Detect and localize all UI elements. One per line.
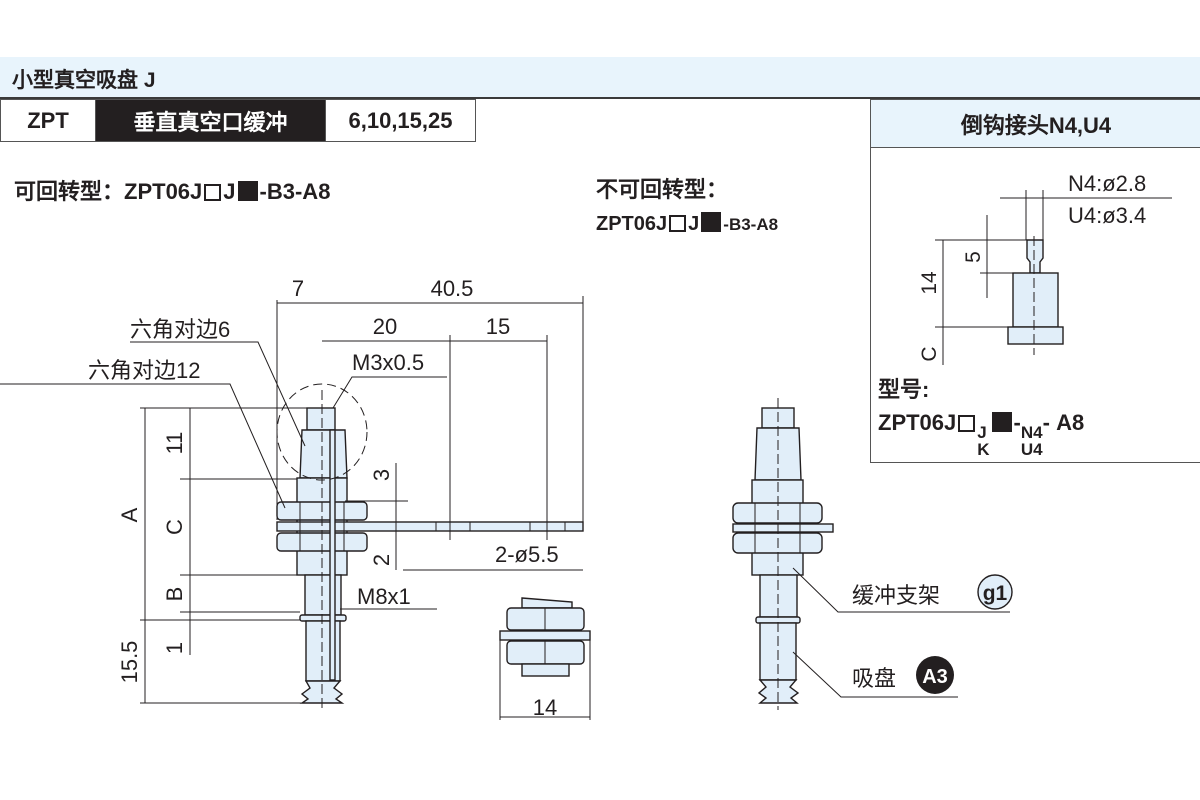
fixed-model: ZPT06J J -B3-A8 [596,212,778,236]
dim-3: 3 [369,469,394,481]
hex6-label: 六角对边6 [130,317,230,342]
dim-15-5: 15.5 [117,641,142,684]
model-suffix: A8 [1056,410,1085,435]
g1-badge: g1 [983,582,1008,605]
placeholder-filled-icon [237,181,258,201]
placeholder-filled-icon [991,412,1012,432]
model-mid: J [223,179,236,204]
model-prefix: ZPT06J [878,410,957,435]
model-suffix: -B3-A8 [259,179,331,204]
section-title-bar: 小型真空吸盘 J [0,57,1200,99]
dim-B: B [162,587,187,602]
model-mid: J [688,213,700,235]
barb-fitting-drawing: N4:ø2.8 U4:ø3.4 5 14 C [918,171,1172,365]
panel-title: 倒钩接头N4,U4 [871,100,1200,148]
placeholder-box-icon [204,184,222,201]
g1-badge-icon [977,574,1013,610]
dim-20: 20 [373,314,397,339]
dim-7: 7 [292,276,304,301]
dim-40-5: 40.5 [431,276,474,301]
nut-top-view: 14 [499,597,591,720]
panel-dim-C: C [918,346,941,361]
n4-diameter: N4:ø2.8 [1068,171,1146,196]
main-side-view: 7 40.5 20 15 六角对边6 六角对边12 M3x0.5 M8x1 3 … [0,276,584,710]
placeholder-filled-icon [701,212,722,232]
dim-15: 15 [486,314,510,339]
a3-badge: A3 [922,666,948,688]
a3-badge-icon [916,656,954,694]
panel-dim-5: 5 [962,251,985,263]
placeholder-box-icon [669,215,687,232]
u4-diameter: U4:ø3.4 [1068,203,1146,228]
m8-label: M8x1 [357,584,411,609]
dim-A: A [117,507,142,522]
hex12-label: 六角对边12 [88,358,200,383]
holes-label: 2-ø5.5 [495,542,559,567]
sizes-tag: 6,10,15,25 [325,99,476,142]
section-title: 小型真空吸盘 J [12,69,156,92]
front-view: 缓冲支架 g1 吸盘 A3 [732,398,1013,710]
option-n4: N4 [1020,423,1043,442]
dim-11: 11 [162,432,187,455]
dim-1: 1 [162,642,187,654]
type-tag: 垂直真空口缓冲 [95,99,326,142]
rotatable-label: 可回转型： [14,179,125,204]
option-k: K [977,440,990,459]
buffer-bracket-label: 缓冲支架 [852,583,940,608]
fixed-label: 不可回转型： [596,177,729,202]
panel-dim-14: 14 [918,271,941,295]
model-prefix: ZPT06J [596,213,668,235]
model-suffix: -B3-A8 [723,215,779,234]
model-prefix: ZPT06J [124,179,203,204]
dim-C: C [162,519,187,535]
option-j: J [977,423,987,442]
panel-model-label: 型号: [878,377,930,402]
suction-pad-label: 吸盘 [852,666,896,691]
placeholder-box-icon [958,415,976,432]
m3-label: M3x0.5 [352,350,424,375]
option-u4: U4 [1020,440,1043,459]
dim-2: 2 [369,554,394,566]
rotatable-model: 可回转型：ZPT06J J -B3-A8 [14,174,330,206]
barb-fitting-panel: 倒钩接头N4,U4 [870,99,1200,463]
dim-14: 14 [533,695,557,720]
